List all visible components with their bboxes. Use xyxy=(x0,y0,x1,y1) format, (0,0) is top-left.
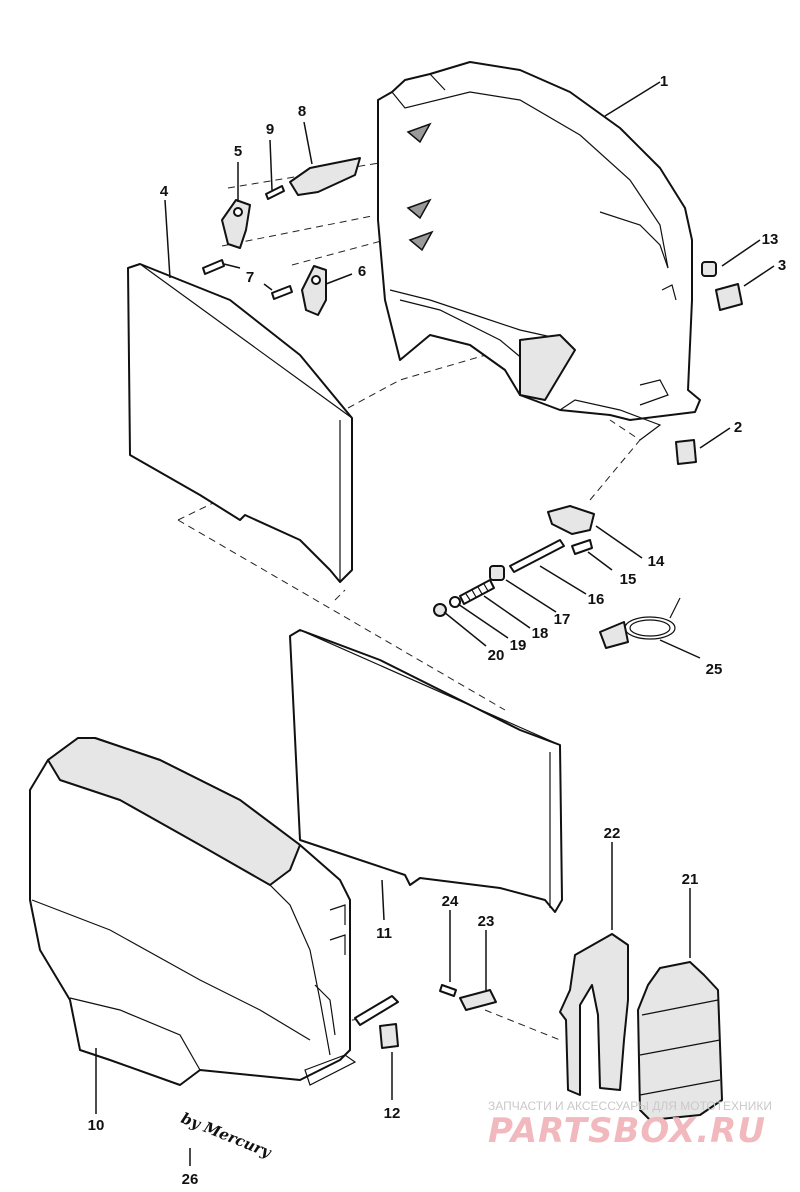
striker-latch xyxy=(354,995,399,1026)
leader-lines xyxy=(95,81,775,1166)
callout-4: 4 xyxy=(160,183,169,200)
pad-2 xyxy=(675,439,697,465)
latch-5 xyxy=(221,199,251,249)
callout-12: 12 xyxy=(384,1105,401,1122)
callout-1: 1 xyxy=(660,73,668,90)
callout-13: 13 xyxy=(762,231,779,248)
upper-side-panel xyxy=(127,263,353,583)
latch-handle-14 xyxy=(547,505,595,535)
screw-15 xyxy=(571,539,593,555)
callout-25: 25 xyxy=(706,661,723,678)
grille-21 xyxy=(637,961,723,1121)
callout-17: 17 xyxy=(554,611,571,628)
spring-18 xyxy=(459,579,495,605)
callout-23: 23 xyxy=(478,913,495,930)
callout-10: 10 xyxy=(88,1117,105,1134)
seal-22 xyxy=(559,933,629,1096)
callout-26: 26 xyxy=(182,1171,199,1188)
callout-19: 19 xyxy=(510,637,527,654)
cable-25 xyxy=(599,597,681,649)
bracket-23 xyxy=(459,989,497,1011)
callout-6: 6 xyxy=(358,263,366,280)
callout-8: 8 xyxy=(298,103,306,120)
screw-7b xyxy=(271,285,293,300)
callout-5: 5 xyxy=(234,143,242,160)
pad-3 xyxy=(715,283,743,311)
callout-15: 15 xyxy=(620,571,637,588)
pad-12 xyxy=(379,1023,399,1049)
nut-13 xyxy=(701,261,717,277)
callout-22: 22 xyxy=(604,825,621,842)
washer-19 xyxy=(449,596,461,608)
spacer-17 xyxy=(489,565,505,581)
callout-2: 2 xyxy=(734,419,742,436)
callout-9: 9 xyxy=(266,121,274,138)
rod-16 xyxy=(509,539,565,573)
callout-18: 18 xyxy=(532,625,549,642)
lower-side-panel xyxy=(289,629,563,913)
upper-cowl-rear xyxy=(377,61,701,441)
callout-14: 14 xyxy=(648,553,665,570)
watermark-site: PARTSBOX.RU xyxy=(488,1111,766,1151)
screw-7a xyxy=(202,259,225,275)
nut-20 xyxy=(433,603,447,617)
callout-7: 7 xyxy=(246,269,254,286)
screw-9 xyxy=(265,185,285,200)
callout-24: 24 xyxy=(442,893,459,910)
watermark: ЗАПЧАСТИ И АКСЕССУАРЫ ДЛЯ МОТОТЕХНИКИ PA… xyxy=(488,1099,772,1151)
watermark-tagline: ЗАПЧАСТИ И АКСЕССУАРЫ ДЛЯ МОТОТЕХНИКИ xyxy=(488,1099,772,1113)
screw-24 xyxy=(439,984,457,997)
callout-20: 20 xyxy=(488,647,505,664)
bracket-8 xyxy=(289,157,361,196)
lower-cowl-front xyxy=(29,737,357,1086)
callout-11: 11 xyxy=(376,925,392,942)
callout-21: 21 xyxy=(682,871,699,888)
callouts: 1 2 3 4 5 6 7 8 9 10 11 12 13 14 15 16 1… xyxy=(88,73,787,1188)
signature: by Mercury xyxy=(179,1109,275,1162)
callout-3: 3 xyxy=(778,257,786,274)
callout-16: 16 xyxy=(588,591,605,608)
latch-6 xyxy=(301,265,327,316)
